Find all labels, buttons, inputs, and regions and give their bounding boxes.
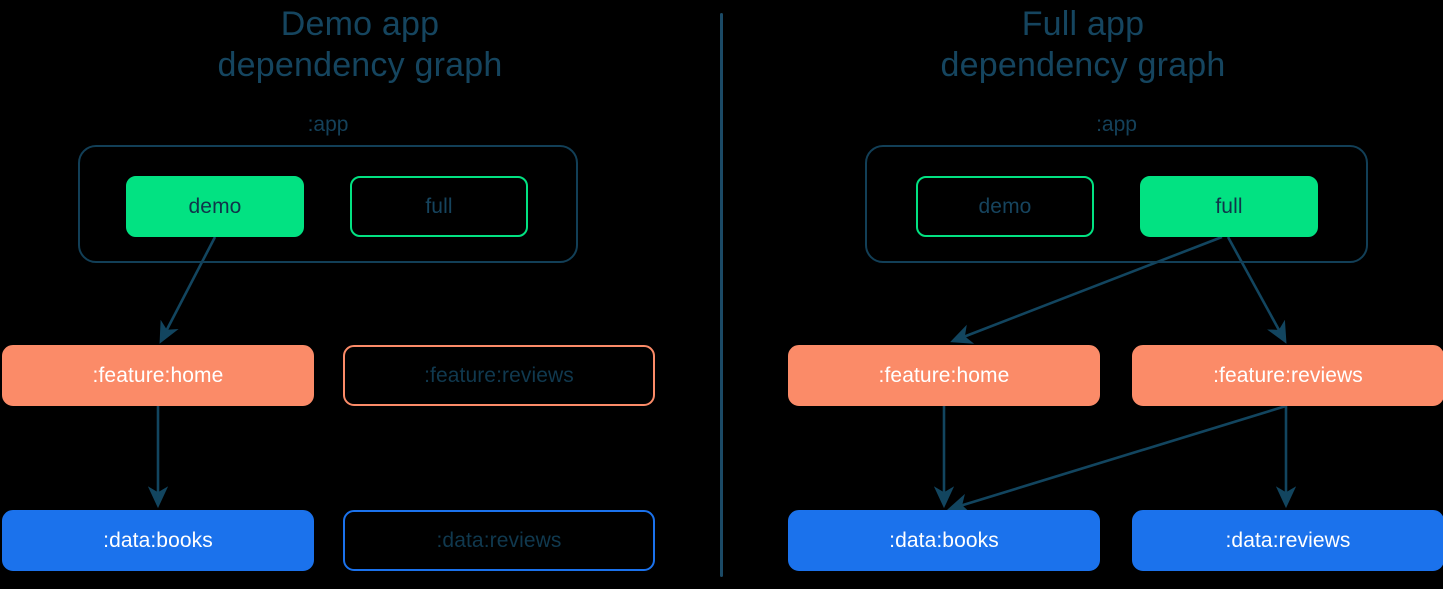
node-label: :feature:home xyxy=(878,363,1010,387)
node-feature-home[interactable]: :feature:home xyxy=(788,345,1100,406)
node-demo[interactable]: demo xyxy=(126,176,304,237)
node-feature-home[interactable]: :feature:home xyxy=(2,345,314,406)
node-label: :data:books xyxy=(103,528,213,552)
group-box-app-demo xyxy=(78,145,578,263)
node-full[interactable]: full xyxy=(350,176,528,237)
node-label: demo xyxy=(978,194,1032,218)
node-label: :feature:home xyxy=(92,363,224,387)
node-label: full xyxy=(425,194,453,218)
panel-title-demo: Demo app dependency graph xyxy=(217,5,503,84)
panel-divider xyxy=(720,13,723,577)
group-label-app-full: :app xyxy=(1096,113,1137,136)
node-label: demo xyxy=(188,194,242,218)
node-demo[interactable]: demo xyxy=(916,176,1094,237)
node-data-books[interactable]: :data:books xyxy=(788,510,1100,571)
node-full[interactable]: full xyxy=(1140,176,1318,237)
panel-title-full: Full app dependency graph xyxy=(940,5,1226,84)
panel-demo-app: Demo app dependency graph :app demo full… xyxy=(0,0,720,589)
node-feature-reviews[interactable]: :feature:reviews xyxy=(1132,345,1443,406)
node-label: :data:reviews xyxy=(436,528,562,552)
panel-full-app: Full app dependency graph :app demo full… xyxy=(723,0,1443,589)
group-label-app-demo: :app xyxy=(307,113,349,136)
node-label: :feature:reviews xyxy=(1213,363,1363,387)
node-data-reviews[interactable]: :data:reviews xyxy=(1132,510,1443,571)
node-label: :data:reviews xyxy=(1225,528,1351,552)
node-feature-reviews[interactable]: :feature:reviews xyxy=(343,345,655,406)
group-box-app-full xyxy=(865,145,1368,263)
node-data-reviews[interactable]: :data:reviews xyxy=(343,510,655,571)
node-label: :feature:reviews xyxy=(424,363,574,387)
node-label: full xyxy=(1215,194,1243,218)
node-data-books[interactable]: :data:books xyxy=(2,510,314,571)
node-label: :data:books xyxy=(889,528,999,552)
